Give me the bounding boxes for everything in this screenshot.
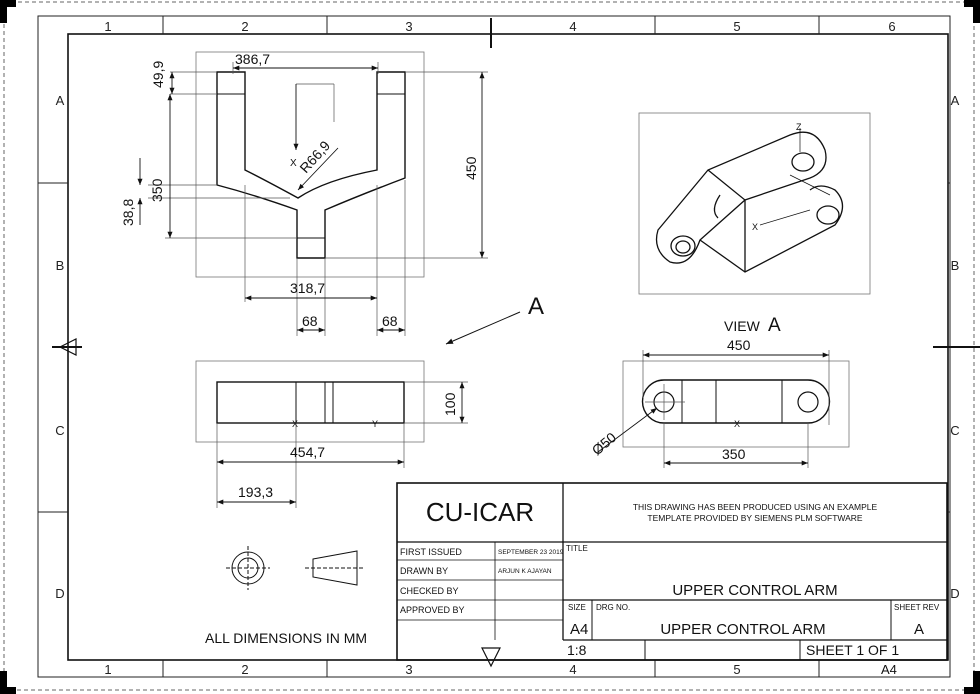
zone-col-2-bottom: 2 — [241, 662, 248, 677]
tb-note-line1: THIS DRAWING HAS BEEN PRODUCED USING AN … — [633, 502, 878, 512]
dim-slot-right: 68 — [382, 313, 398, 329]
tb-company: CU-ICAR — [426, 497, 534, 527]
tb-approved-by-label: APPROVED BY — [400, 605, 465, 615]
zone-col-5-bottom: 5 — [733, 662, 740, 677]
tb-drg-no-label: DRG NO. — [596, 603, 630, 612]
view-arrow-letter: A — [528, 293, 544, 320]
zone-row-a-left: A — [56, 93, 65, 108]
zone-col-1-bottom: 1 — [104, 662, 111, 677]
zone-col-3-top: 3 — [405, 19, 412, 34]
dim-inner-height: 350 — [149, 178, 165, 202]
centering-marks — [52, 18, 980, 348]
dim-view-hole: Ø50 — [589, 429, 620, 458]
tb-sheet-rev-value: A — [914, 621, 924, 638]
tb-drawn-by-label: DRAWN BY — [400, 566, 448, 576]
dim-side-offset: 193,3 — [238, 484, 273, 500]
top-view-border — [195, 51, 425, 278]
dim-slot-left: 68 — [302, 313, 318, 329]
view-a: 450 350 Ø50 X — [589, 337, 850, 468]
zone-row-a-right: A — [951, 93, 960, 108]
dim-top-width: 386,7 — [235, 51, 270, 67]
trim-border — [3, 1, 975, 691]
iso-axis-z: Z — [796, 122, 802, 132]
zone-col-2-top: 2 — [241, 19, 248, 34]
dim-view-overall: 450 — [727, 337, 751, 353]
zone-row-d-right: D — [950, 586, 959, 601]
zone-col-6-top: 6 — [888, 19, 895, 34]
iso-axis-x: X — [752, 222, 758, 232]
tb-note-line2: TEMPLATE PROVIDED BY SIEMENS PLM SOFTWAR… — [647, 513, 863, 523]
dim-bottom-width: 318,7 — [290, 280, 325, 296]
zone-col-3-bottom: 3 — [405, 662, 412, 677]
zone-col-4-top: 4 — [569, 19, 576, 34]
tb-scale-value: 1:8 — [567, 642, 587, 658]
tb-sheet-size: A4 — [881, 662, 897, 677]
top-view: 386,7 49,9 350 38,8 450 318,7 68 68 R66,… — [120, 51, 488, 336]
dim-side-length: 454,7 — [290, 444, 325, 460]
zone-row-d-left: D — [55, 586, 64, 601]
view-a-word: VIEW — [724, 318, 761, 334]
left-arrow-mark — [58, 338, 77, 356]
tb-size-label: SIZE — [568, 603, 586, 612]
drawing-frame — [67, 33, 949, 661]
view-direction-arrow: A — [445, 293, 544, 345]
dim-view-centers: 350 — [722, 446, 746, 462]
view-a-border — [622, 360, 850, 448]
zone-row-b-right: B — [951, 258, 960, 273]
tb-title-label: TITLE — [566, 544, 588, 553]
dim-side-height: 100 — [442, 392, 458, 416]
side-view-border — [195, 360, 425, 443]
dim-web-height: 38,8 — [120, 199, 136, 226]
tb-drg-no-value: UPPER CONTROL ARM — [660, 621, 825, 638]
side-axis-x: X — [292, 419, 298, 429]
tb-size-value: A4 — [570, 621, 588, 638]
side-view: 100 454,7 193,3 X Y — [195, 360, 468, 508]
isometric-view-border — [638, 112, 871, 295]
zone-col-4-bottom: 4 — [569, 662, 576, 677]
tb-sheet-rev-label: SHEET REV — [894, 603, 940, 612]
top-view-outline — [216, 71, 406, 259]
zone-dividers — [38, 16, 950, 677]
zone-col-5-top: 5 — [733, 19, 740, 34]
tb-drawn-by-value: ARJUN K AJAYAN — [498, 568, 552, 575]
dim-radius: R66,9 — [296, 137, 333, 176]
view-a-letter: A — [768, 315, 781, 336]
zone-col-1-top: 1 — [104, 19, 111, 34]
tb-first-issued-label: FIRST ISSUED — [400, 547, 462, 557]
zone-row-b-left: B — [56, 258, 65, 273]
dim-overall-height: 450 — [463, 156, 479, 180]
dim-top-lug: 49,9 — [150, 61, 166, 88]
tb-checked-by-label: CHECKED BY — [400, 586, 459, 596]
title-block — [396, 482, 948, 661]
isometric-view: Z X — [638, 112, 871, 295]
zone-frame — [37, 15, 951, 678]
tb-sheet-value: SHEET 1 OF 1 — [806, 642, 899, 658]
projection-symbol — [226, 546, 365, 590]
view-a-axis-x: X — [734, 419, 740, 429]
tb-title-value: UPPER CONTROL ARM — [672, 582, 837, 599]
bottom-arrow-mark — [481, 647, 501, 668]
tb-first-issued-value: SEPTEMBER 23 2019 — [498, 549, 564, 556]
zone-row-c-right: C — [950, 423, 959, 438]
side-axis-y: Y — [372, 419, 378, 429]
zone-row-c-left: C — [55, 423, 64, 438]
top-view-axis-x: X — [290, 158, 297, 169]
units-note: ALL DIMENSIONS IN MM — [205, 630, 367, 646]
